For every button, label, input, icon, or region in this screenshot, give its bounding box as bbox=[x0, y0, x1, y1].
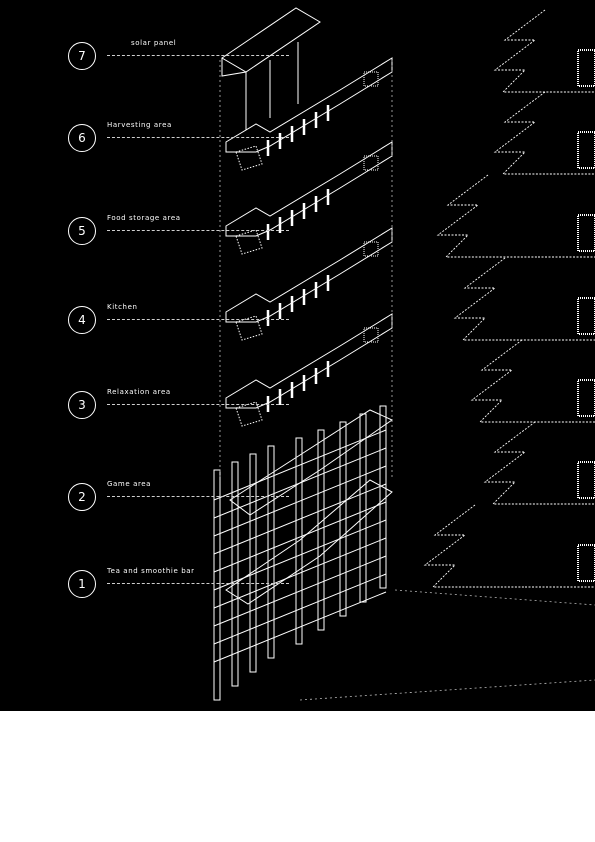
stair-block bbox=[235, 401, 263, 427]
level-label-text: solar panel bbox=[131, 39, 177, 47]
side-elevation-stack bbox=[423, 9, 595, 588]
elevation-floor bbox=[493, 91, 595, 175]
ground-guide bbox=[394, 589, 595, 606]
stair-block bbox=[235, 229, 263, 255]
ramp-upper bbox=[229, 409, 394, 516]
frame-column bbox=[231, 461, 239, 687]
elevation-profile bbox=[493, 9, 595, 93]
diagram-panel: 7 solar panel 6 Harvesting area 5 Food s… bbox=[0, 0, 595, 711]
leader-line bbox=[107, 230, 289, 231]
frame-beam bbox=[213, 591, 387, 663]
frame-beam bbox=[213, 429, 387, 501]
elevation-railing bbox=[577, 214, 595, 252]
roof-plane bbox=[221, 7, 321, 73]
elevation-floor bbox=[470, 339, 595, 423]
vertical-guide-lines bbox=[219, 60, 595, 701]
elevation-floor bbox=[436, 174, 595, 258]
elevation-profile bbox=[423, 504, 525, 588]
level-number-badge: 5 bbox=[68, 217, 96, 245]
elevation-railing bbox=[577, 461, 595, 499]
elevation-railing bbox=[577, 131, 595, 169]
level-label-text: Harvesting area bbox=[107, 121, 172, 129]
level-label-text: Tea and smoothie bar bbox=[107, 567, 195, 575]
level-label-text: Kitchen bbox=[107, 303, 138, 311]
ramp-lower bbox=[225, 479, 393, 605]
level-number-badge: 3 bbox=[68, 391, 96, 419]
level-label-text: Game area bbox=[107, 480, 152, 488]
level-label-text: Food storage area bbox=[107, 214, 181, 222]
planter-box bbox=[363, 155, 379, 171]
level-number-badge: 2 bbox=[68, 483, 96, 511]
floor-outline bbox=[225, 313, 393, 409]
frame-beam bbox=[213, 537, 387, 609]
frame-column bbox=[339, 421, 347, 617]
frame-column bbox=[267, 445, 275, 659]
planter-box bbox=[363, 71, 379, 87]
elevation-railing bbox=[577, 297, 595, 335]
leader-line bbox=[107, 319, 289, 320]
level-number-badge: 7 bbox=[68, 42, 96, 70]
level-number-badge: 4 bbox=[68, 306, 96, 334]
elevation-profile bbox=[436, 174, 538, 258]
level-label-text: Relaxation area bbox=[107, 388, 171, 396]
frame-beam bbox=[213, 483, 387, 555]
frame-beam bbox=[213, 555, 387, 627]
elevation-floor bbox=[493, 9, 595, 93]
elevation-profile bbox=[483, 421, 585, 505]
floor-outline bbox=[225, 227, 393, 323]
level-number-badge: 1 bbox=[68, 570, 96, 598]
elevation-railing bbox=[577, 379, 595, 417]
leader-line bbox=[107, 137, 289, 138]
elevation-profile bbox=[493, 91, 595, 175]
elevation-floor bbox=[423, 504, 595, 588]
floor-plate bbox=[225, 313, 393, 427]
exploded-axonometric-drawing bbox=[213, 7, 595, 701]
elevation-profile bbox=[453, 257, 555, 341]
elevation-railing bbox=[577, 49, 595, 87]
frame-column bbox=[249, 453, 257, 673]
leader-line bbox=[107, 583, 289, 584]
page-blank-area bbox=[0, 711, 595, 842]
level-number-badge: 6 bbox=[68, 124, 96, 152]
floor-plate bbox=[225, 141, 393, 255]
elevation-floor bbox=[453, 257, 595, 341]
roof-edge bbox=[221, 58, 247, 130]
stair-block bbox=[235, 315, 263, 341]
frame-beam bbox=[213, 465, 387, 537]
elevation-floor bbox=[483, 421, 595, 505]
leader-line bbox=[107, 404, 289, 405]
floor-plate bbox=[225, 227, 393, 341]
stair-block bbox=[235, 145, 263, 171]
floor-plate bbox=[225, 57, 393, 171]
tower-structure bbox=[213, 7, 394, 701]
elevation-profile bbox=[470, 339, 572, 423]
frame-column bbox=[213, 469, 221, 701]
frame-column bbox=[379, 405, 387, 589]
frame-beam bbox=[213, 501, 387, 573]
leader-line bbox=[107, 496, 289, 497]
planter-box bbox=[363, 327, 379, 343]
floor-outline bbox=[225, 141, 393, 237]
planter-box bbox=[363, 241, 379, 257]
leader-line bbox=[107, 55, 289, 56]
ground-guide bbox=[299, 679, 595, 701]
frame-beam bbox=[213, 573, 387, 645]
frame-column bbox=[295, 437, 303, 645]
elevation-railing bbox=[577, 544, 595, 582]
